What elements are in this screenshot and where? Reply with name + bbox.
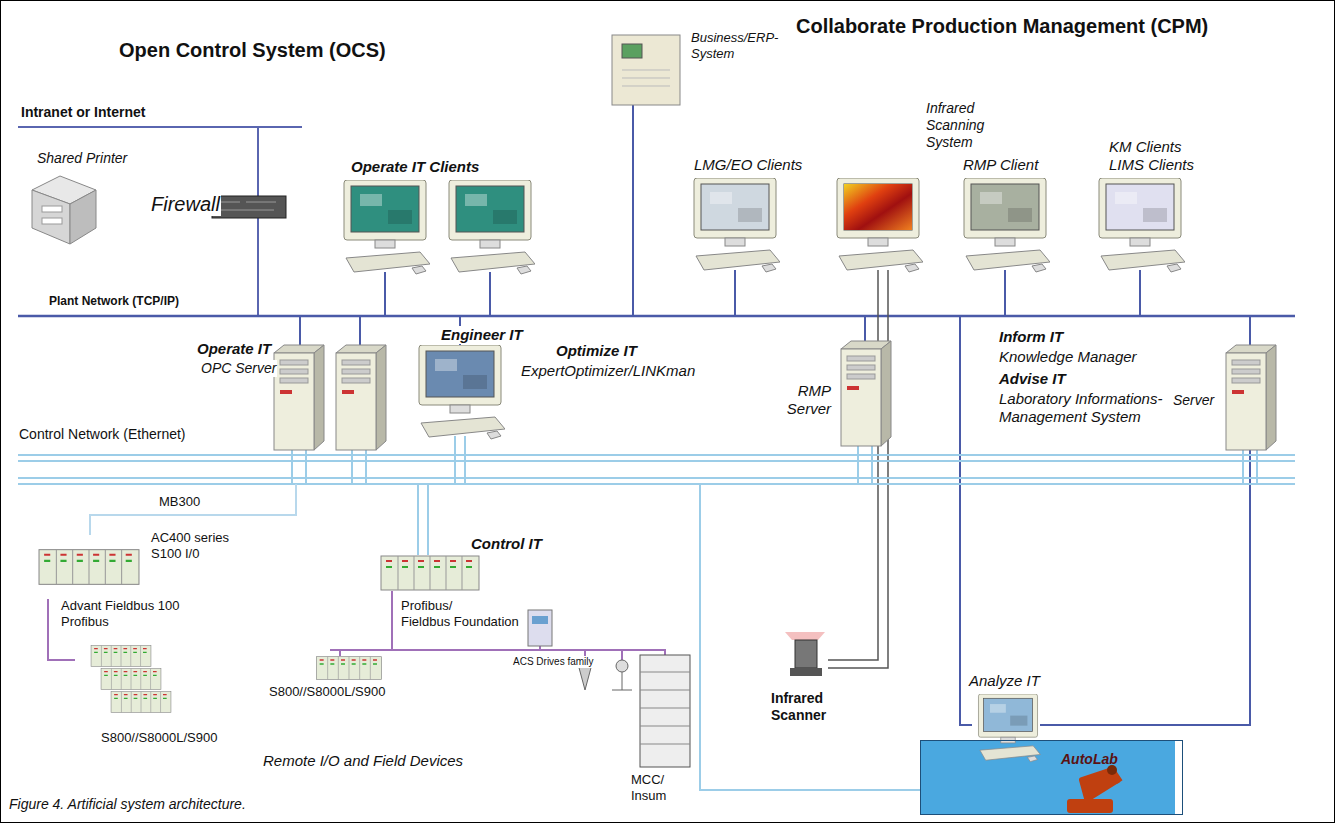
label-text: Advise IT xyxy=(998,370,1067,388)
label-text: RMP Client xyxy=(962,156,1039,174)
label-text: Remote I/O and Field Devices xyxy=(262,752,464,770)
label-text: Server xyxy=(1172,392,1215,409)
label-text: Shared Printer xyxy=(36,150,128,167)
label-text: Advant Fieldbus 100 Profibus xyxy=(60,598,202,629)
label-text: MCC/ Insum xyxy=(630,772,680,803)
label-text: Fieldbus Foundation xyxy=(400,614,520,630)
label-text: Infrared Scanning System xyxy=(925,100,993,150)
label-text: Operate IT Clients xyxy=(350,158,480,176)
label-text: MB300 xyxy=(158,494,201,510)
label-text: Optimize IT xyxy=(555,342,638,360)
label-text: KM Clients LIMS Clients xyxy=(1108,138,1212,174)
node-text: AutoLab xyxy=(1061,751,1182,767)
label-text: Collaborate Production Management (CPM) xyxy=(795,14,1209,38)
label-text: Business/ERP-System xyxy=(690,30,790,61)
label-text: S800//S8000L/S900 xyxy=(268,684,386,700)
label-text: Intranet or Internet xyxy=(20,104,146,121)
label-text: Open Control System (OCS) xyxy=(118,38,387,62)
label-text: Inform IT xyxy=(998,328,1064,346)
label-text: Control IT xyxy=(470,535,543,553)
label-text: Profibus/ xyxy=(400,598,453,614)
label-text: Control Network (Ethernet) xyxy=(18,426,187,443)
label-text: AC400 series S100 I/0 xyxy=(150,530,252,561)
label-text: Engineer IT xyxy=(440,326,524,344)
label-text: Plant Network (TCP/IP) xyxy=(48,294,180,308)
label-text: Analyze IT xyxy=(968,672,1041,690)
label-text: S800//S8000L/S900 xyxy=(100,730,218,746)
figure-caption: Figure 4. Artificial system architecture… xyxy=(8,796,247,813)
label-text: LMG/EO Clients xyxy=(693,156,803,174)
label-text: Firewall xyxy=(150,192,221,216)
autolab-box: AutoLab xyxy=(920,740,1183,815)
label-text: Knowledge Manager xyxy=(998,348,1138,366)
label-text: OPC Server xyxy=(200,360,277,377)
label-text: ACS Drives family xyxy=(512,656,595,668)
label-text: ExpertOptimizer/LINKman xyxy=(520,362,696,380)
label-text: Infrared Scanner xyxy=(770,690,844,724)
label-text: Operate IT xyxy=(196,340,272,358)
label-text: RMP Server xyxy=(770,382,832,418)
